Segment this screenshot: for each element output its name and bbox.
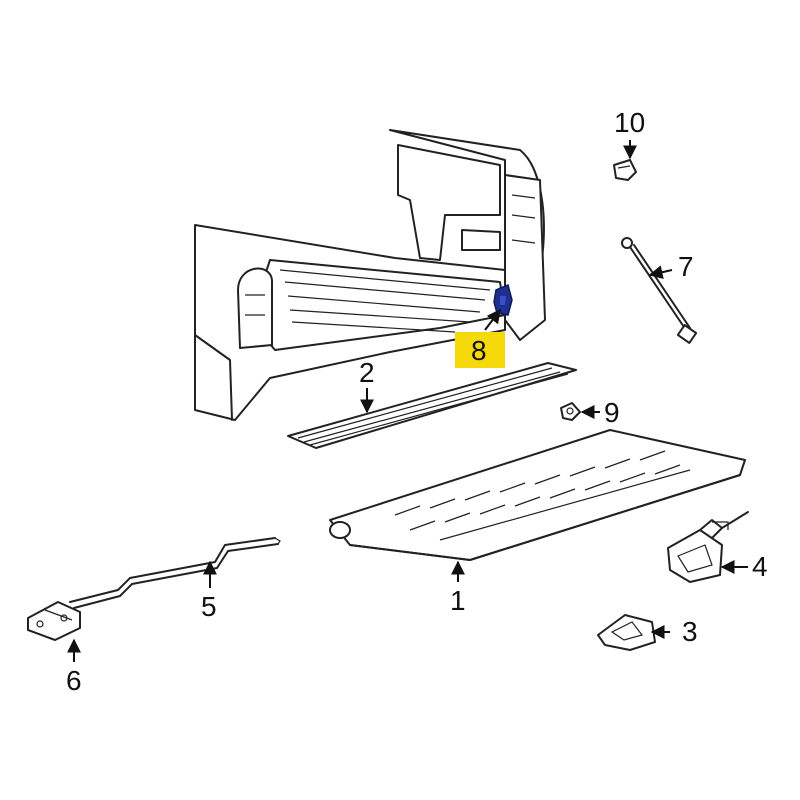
callout-10: 10 (614, 107, 645, 138)
part-9-bushing (560, 402, 581, 421)
part-6-lever (27, 601, 81, 641)
part-4-latch (667, 511, 749, 583)
callout-9: 9 (604, 397, 620, 428)
part-7-support-cable (621, 237, 698, 344)
callout-2: 2 (359, 357, 375, 388)
callout-4: 4 (752, 551, 768, 582)
part-5-rod (69, 537, 281, 609)
part-3-striker (597, 614, 656, 651)
leader-lines (67, 140, 748, 662)
callout-7: 7 (678, 251, 694, 282)
truck-bed-illustration (194, 129, 546, 421)
part-8-bracket (493, 283, 513, 316)
callout-1: 1 (450, 585, 466, 616)
part-1-tailgate (329, 429, 746, 561)
callout-8: 8 (471, 335, 487, 366)
callout-8-highlight (455, 332, 505, 368)
callout-5: 5 (201, 591, 217, 622)
part-10-clip (613, 159, 637, 181)
part-2-seal (287, 362, 577, 449)
callout-3: 3 (682, 616, 698, 647)
callout-6: 6 (66, 665, 82, 696)
